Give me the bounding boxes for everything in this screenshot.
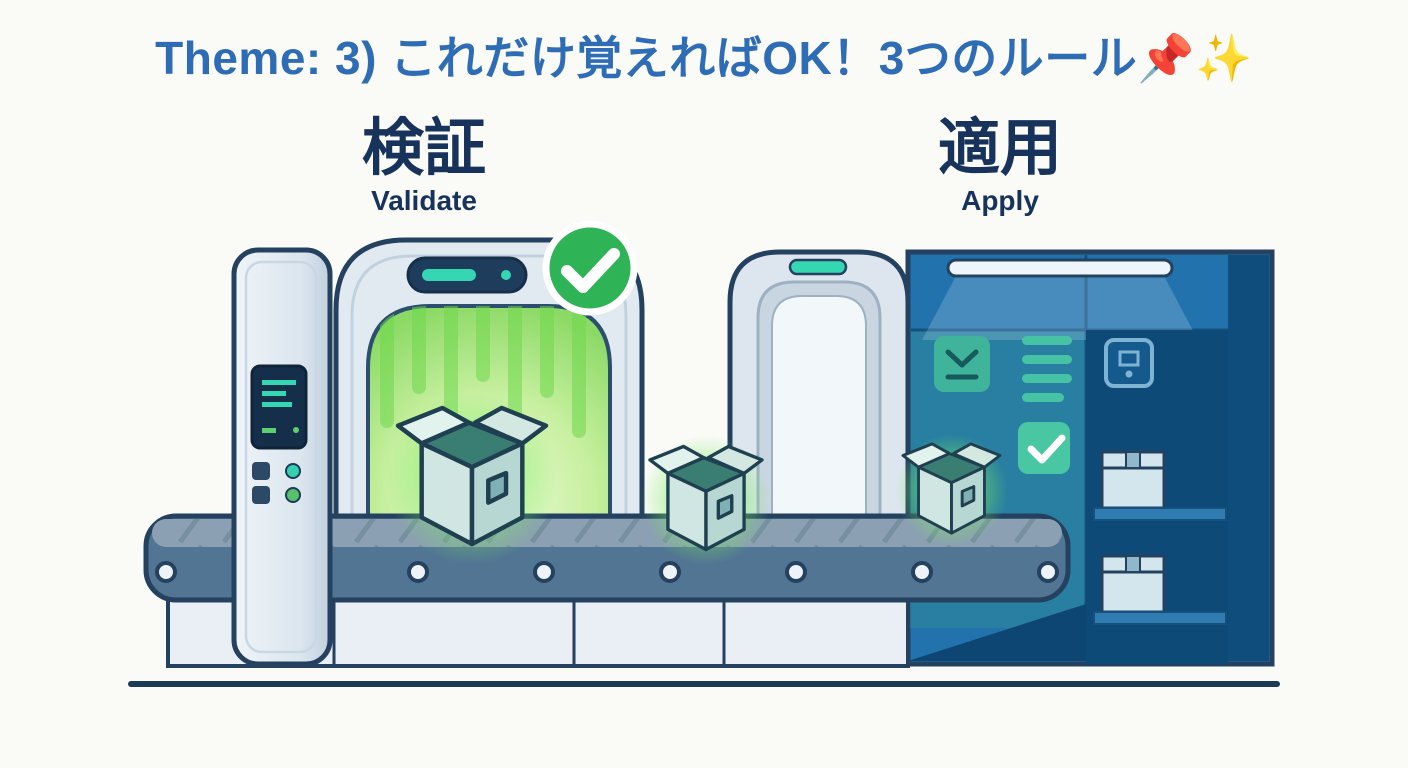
- stage-label-validate-en: Validate: [371, 185, 477, 217]
- stage-label-apply: 適用 Apply: [870, 116, 1130, 217]
- stage-label-apply-en: Apply: [961, 185, 1039, 217]
- inbox-arrow-icon: [934, 336, 990, 392]
- package-box-transit: [639, 433, 773, 567]
- ceiling-light: [946, 258, 1174, 278]
- conveyor-belt: [143, 513, 1071, 668]
- shelf-bar: [1093, 611, 1227, 625]
- stage-label-validate-ja: 検証: [361, 114, 486, 183]
- stage-label-validate: 検証 Validate: [294, 116, 554, 217]
- scanner-buttons: [252, 462, 301, 504]
- stored-box-bottom: [1100, 554, 1166, 614]
- package-box-validating: [386, 393, 558, 565]
- gate-indicator-light: [788, 258, 848, 276]
- scanner-pillar: [231, 247, 333, 667]
- storage-shelf: [1086, 330, 1228, 664]
- scanner-status-pill: [406, 256, 528, 294]
- list-lines-icon: [1022, 336, 1072, 402]
- shelf-bar: [1093, 507, 1227, 521]
- stage-label-apply-ja: 適用: [937, 114, 1062, 183]
- package-box-applying: [893, 432, 1010, 549]
- scanner-display: [250, 364, 308, 450]
- drawer-icon: [1104, 338, 1154, 388]
- cabinet-shadow: [908, 604, 1086, 661]
- page-title: Theme: 3) これだけ覚えればOK！3つのルール📌✨: [155, 32, 1253, 84]
- check-circle-icon: [542, 220, 638, 316]
- belt-rollers: [155, 561, 1059, 583]
- checkbox-checked-icon: [1018, 422, 1070, 474]
- light-beam: [922, 276, 1198, 340]
- ground-line: [128, 681, 1280, 687]
- stored-box-top: [1100, 450, 1166, 510]
- scan-light-stripes: [380, 306, 586, 452]
- gate-frame: [727, 249, 911, 559]
